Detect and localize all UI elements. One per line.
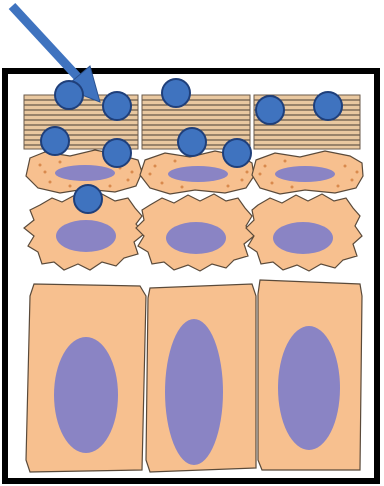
stratum-basale: [26, 280, 362, 472]
granulosum-cell-3: [252, 151, 363, 194]
particle: [223, 139, 251, 167]
particle: [314, 92, 342, 120]
spinosum-cell-2: [136, 194, 254, 271]
basale-cell-2: [146, 284, 256, 472]
basale-cell-1: [26, 284, 146, 472]
particle: [103, 92, 131, 120]
spinosum-cell-3: [246, 194, 362, 271]
particle: [162, 79, 190, 107]
basale-cell-3: [258, 280, 362, 470]
particle: [74, 185, 102, 213]
particle: [178, 128, 206, 156]
particle: [41, 127, 69, 155]
particle: [55, 81, 83, 109]
particle: [103, 139, 131, 167]
particle: [256, 96, 284, 124]
